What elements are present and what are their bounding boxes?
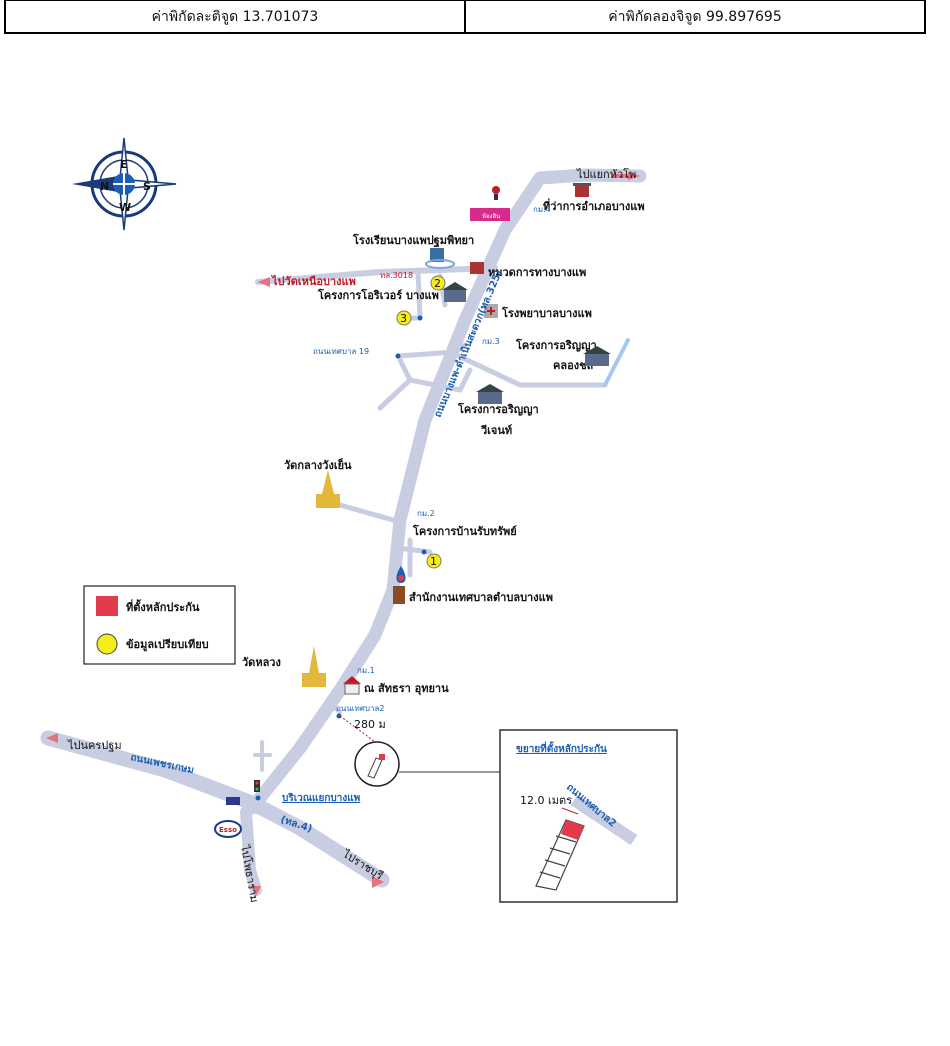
municipal-office-icon bbox=[393, 586, 405, 604]
sathara-house-icon bbox=[343, 676, 361, 695]
label-km4: กม.4 bbox=[533, 205, 551, 214]
label-wat-luang: วัดหลวง bbox=[242, 656, 281, 669]
svg-text:2: 2 bbox=[434, 277, 441, 290]
chonla-canal bbox=[603, 338, 630, 387]
label-km3: กม.3 bbox=[482, 337, 500, 346]
label-to-nakhon-pathom: ไปนครปฐม bbox=[67, 739, 122, 752]
legend-collateral-label: ที่ตั้งหลักประกัน bbox=[126, 599, 200, 614]
flag-icon bbox=[492, 186, 500, 200]
side-road-c bbox=[377, 349, 608, 411]
legend-comparison-label: ข้อมูลเปรียบเทียบ bbox=[126, 638, 209, 652]
label-district-office: ที่ว่าการอำเภอบางแพ bbox=[543, 198, 645, 213]
direction-arrows bbox=[46, 172, 640, 896]
label-municipal-road-2: ถนนเทศบาล2 bbox=[336, 704, 384, 713]
shop-sign-icon: ห้องสิน bbox=[470, 208, 510, 221]
highways-office-icon bbox=[470, 262, 484, 274]
inset-road bbox=[570, 795, 638, 845]
label-hospital: โรงพยาบาลบางแพ bbox=[501, 306, 592, 320]
label-project-regent-2: วีเจนท์ bbox=[480, 424, 512, 437]
arrow-to-photharam-icon bbox=[251, 886, 261, 896]
label-school: โรงเรียนบางแพปฐมพิทยา bbox=[352, 233, 474, 248]
gas-station-icon bbox=[396, 566, 406, 583]
label-highways-office: หมวดการทางบางแพ bbox=[488, 266, 586, 279]
label-road-3018: ทล.3018 bbox=[380, 271, 413, 280]
comparison-marker-3: 3 bbox=[396, 310, 423, 326]
chonla-project-icon bbox=[583, 346, 611, 366]
school-icon bbox=[425, 248, 455, 269]
wat-klang-icon bbox=[316, 470, 340, 508]
compass-n: N bbox=[100, 180, 109, 193]
coordinate-table: ค่าพิกัดละติจูด 13.701073 ค่าพิกัดลองจิจ… bbox=[4, 0, 926, 34]
photharam-road bbox=[240, 806, 262, 896]
label-sathara: ณ สัทธรา อุทยาน bbox=[364, 682, 449, 696]
label-to-wat-nuea: ไปวัดเหนือบางแพ bbox=[270, 274, 356, 288]
main-road bbox=[245, 168, 647, 815]
arrow-to-ratchaburi-icon bbox=[372, 876, 384, 888]
arrow-to-wat-nuea-icon bbox=[258, 277, 270, 287]
road-3018 bbox=[255, 265, 498, 285]
label-km1: กม.1 bbox=[357, 666, 375, 675]
regent-project-icon bbox=[476, 384, 504, 404]
svg-text:1: 1 bbox=[430, 555, 437, 568]
legend-collateral-swatch bbox=[96, 596, 118, 616]
temple-lane bbox=[337, 502, 403, 525]
label-project-rapsap: โครงการบ้านรับทรัพย์ bbox=[412, 524, 517, 538]
phetkasem-road bbox=[40, 730, 390, 888]
traffic-light-icon bbox=[254, 780, 260, 792]
compass-e: E bbox=[120, 158, 128, 171]
inset-title: ขยายที่ตั้งหลักประกัน bbox=[516, 741, 607, 755]
legend-comparison-swatch bbox=[96, 633, 118, 655]
junction-lane bbox=[253, 740, 272, 772]
label-project-the-river: โครงการโอริเวอร์ บางแพ bbox=[317, 288, 439, 302]
arrow-to-huaipho-icon bbox=[628, 172, 640, 180]
label-km2: กม.2 bbox=[417, 509, 435, 518]
label-municipal-office: สำนักงานเทศบาลตำบลบางแพ bbox=[409, 591, 553, 604]
label-project-chonla-2: คลองชล bbox=[553, 359, 594, 372]
inset-panel: ขยายที่ตั้งหลักประกัน ถนนเทศบาล2 12.0 เม… bbox=[499, 729, 678, 903]
longitude-cell: ค่าพิกัดลองจิจูด 99.897695 bbox=[464, 1, 924, 32]
label-project-regent-1: โครงการอริญญา bbox=[457, 402, 539, 416]
label-to-huaipho: ไปแยกหัวโพ bbox=[576, 167, 636, 181]
bus-stop-icon bbox=[226, 797, 240, 805]
river-project-icon bbox=[442, 282, 468, 302]
legend: ที่ตั้งหลักประกัน ข้อมูลเปรียบเทียบ bbox=[83, 585, 236, 665]
label-municipal-road-19: ถนนเทศบาล 19 bbox=[313, 347, 369, 356]
road-network bbox=[40, 168, 647, 896]
wat-luang-icon bbox=[302, 646, 326, 687]
hospital-icon bbox=[484, 304, 498, 318]
arrow-to-nakhon-pathom-icon bbox=[46, 733, 58, 743]
label-junction: บริเวณแยกบางแพ bbox=[282, 792, 361, 804]
label-distance: 280 ม bbox=[354, 718, 386, 731]
inset-collateral-lot bbox=[561, 820, 584, 840]
comparison-marker-2: 2 bbox=[430, 275, 446, 291]
compass-s: S bbox=[143, 180, 151, 193]
compass-w: W bbox=[119, 201, 131, 214]
district-office-icon bbox=[573, 183, 591, 197]
municipal-road-2 bbox=[328, 703, 342, 714]
compass-rose: N S E W bbox=[72, 137, 177, 231]
label-wat-klang: วัดกลางวังเย็น bbox=[284, 458, 352, 472]
label-to-photharam: ไปโพธาราม bbox=[238, 843, 262, 903]
esso-icon: Esso bbox=[214, 820, 242, 838]
comparison-marker-1: 1 bbox=[421, 549, 442, 569]
site-magnifier bbox=[354, 741, 500, 787]
label-project-chonla-1: โครงการอริญญา bbox=[515, 338, 597, 352]
svg-text:3: 3 bbox=[400, 312, 407, 325]
inset-width-label: 12.0 เมตร bbox=[520, 794, 572, 807]
esso-text: Esso bbox=[219, 826, 237, 834]
shop-sign-text: ห้องสิน bbox=[482, 213, 500, 220]
latitude-cell: ค่าพิกัดละติจูด 13.701073 bbox=[151, 8, 319, 25]
